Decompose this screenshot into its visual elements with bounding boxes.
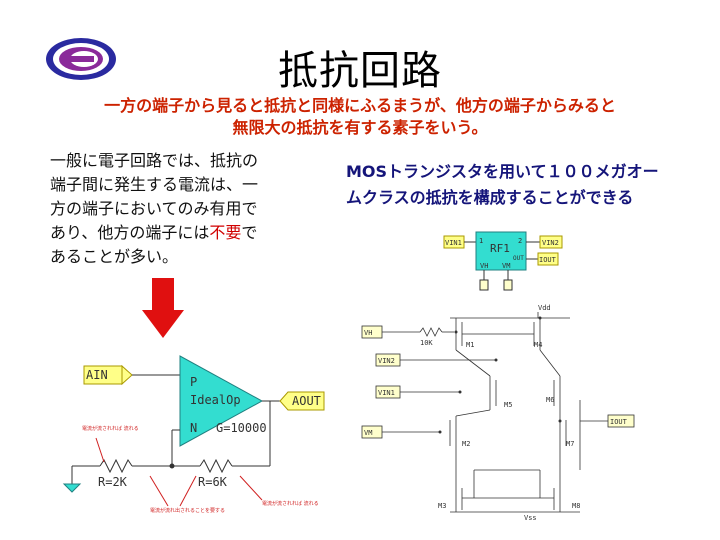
mos-vss: Vss — [524, 514, 537, 522]
mos-m8: M8 — [572, 502, 580, 510]
slide-title: 抵抗回路 — [278, 48, 442, 94]
rf-name: RF1 — [490, 242, 510, 255]
mos-m7: M7 — [566, 440, 574, 448]
rf-vh: VH — [480, 262, 488, 270]
note-mid: 電流が流れ出されることを要する — [150, 507, 225, 514]
rf-iout: IOUT — [539, 256, 557, 264]
rf1-block — [443, 231, 563, 291]
mos-vin1: VIN1 — [378, 389, 395, 397]
left-line-2: 端子間に発生する電流は、一 — [50, 175, 259, 194]
company-logo — [46, 38, 116, 80]
mos-schematic — [361, 312, 635, 513]
opamp-name: IdealOp — [190, 393, 241, 407]
opamp-p-label: P — [190, 375, 197, 389]
rf-vin2: VIN2 — [542, 239, 559, 247]
mos-vdd: Vdd — [538, 304, 551, 312]
rf-out: OUT — [513, 255, 524, 262]
mos-10k: 10K — [420, 339, 433, 347]
down-arrow-icon — [142, 278, 184, 338]
rf-vm: VM — [502, 262, 510, 270]
rf-vin1: VIN1 — [445, 239, 462, 247]
mos-m3: M3 — [438, 502, 446, 510]
left-line-5: あることが多い。 — [50, 247, 179, 266]
rf-pin2: 2 — [518, 237, 522, 245]
note-left: 電流が流されれば 流れる — [82, 425, 139, 432]
subtitle-line-1: 一方の端子から見ると抵抗と同様にふるまうが、他方の端子からみると — [104, 96, 616, 115]
left-description: 一般に電子回路では、抵抗の 端子間に発生する電流は、一 方の端子においてのみ有用… — [50, 149, 320, 269]
mos-m5: M5 — [504, 401, 512, 409]
left-line-1: 一般に電子回路では、抵抗の — [50, 151, 259, 170]
right-line-1: MOSトランジスタを用いて１００メガオー — [346, 162, 659, 181]
ain-label: AIN — [86, 368, 108, 382]
mos-vin2: VIN2 — [378, 357, 395, 365]
mos-m1: M1 — [466, 341, 474, 349]
mos-m2: M2 — [462, 440, 470, 448]
opamp-circuit — [62, 355, 325, 507]
note-right: 電流が流されれば 流れる — [262, 500, 319, 507]
rf-pin1: 1 — [479, 237, 483, 245]
opamp-gain: G=10000 — [216, 421, 267, 435]
aout-label: AOUT — [292, 394, 321, 408]
left-line-4-suffix: で — [241, 223, 258, 242]
highlight-unnecessary: 不要 — [209, 223, 242, 242]
mos-vh: VH — [364, 329, 372, 337]
resistor-1-value: R=2K — [98, 475, 128, 489]
left-line-3: 方の端子においてのみ有用で — [50, 199, 258, 218]
right-line-2: ムクラスの抵抗を構成することができる — [346, 188, 634, 207]
subtitle-line-2: 無限大の抵抗を有する素子をいう。 — [232, 118, 488, 137]
mos-vm: VM — [364, 429, 372, 437]
left-line-4-prefix: あり、他方の端子には — [50, 223, 210, 242]
mos-m6: M6 — [546, 396, 554, 404]
mos-iout: IOUT — [610, 418, 628, 426]
resistor-2-value: R=6K — [198, 475, 228, 489]
opamp-n-label: N — [190, 421, 197, 435]
left-line-4: あり、他方の端子には不要で — [50, 221, 320, 245]
mos-m4: M4 — [534, 341, 542, 349]
